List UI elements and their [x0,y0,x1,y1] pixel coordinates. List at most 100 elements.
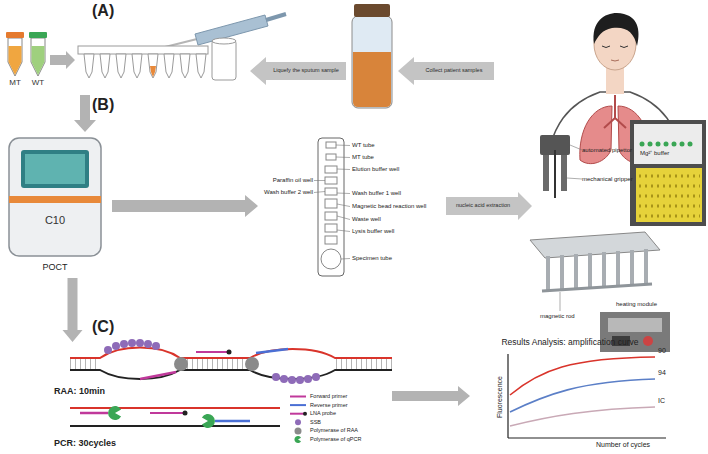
dna-raa [227,350,232,355]
dna-raa [336,359,392,370]
dna-raa [272,373,280,381]
leader-line [570,145,582,150]
leader-line [314,192,325,193]
tray-photo [634,124,702,164]
part-label: Elution buffer well [352,166,432,173]
tray-photo [639,175,700,178]
device-screen [25,154,85,184]
tray-photo [639,215,700,218]
legend-sample [295,427,302,434]
pipette-icon [195,15,268,45]
dna-raa [112,342,120,350]
tray-photo [680,142,685,147]
dna-raa [70,339,392,384]
cartridge [325,188,337,195]
sample-drop [150,66,156,77]
curve-label: 94 [658,369,678,377]
dna-raa [280,375,288,383]
part-label: Lysis buffer well [352,228,422,235]
dna-raa [70,359,392,370]
dna-raa [70,370,392,379]
dna-raa [144,340,152,348]
part-label: Wash buffer 1 well [352,190,432,197]
flow-arrow [112,195,258,217]
sputum-tube [353,52,391,107]
tray-photo [639,195,700,198]
panel-label: (C) [92,318,132,336]
heating-photo [608,318,662,332]
leader-line [567,178,582,179]
part-label: Magnetic bead reaction well [352,203,447,210]
curve-label: 90 [658,347,678,355]
device-name: C10 [5,214,105,227]
strip-tube [180,54,190,78]
gripper-module [540,135,570,198]
flow-arrow [250,57,346,85]
tube-outline [31,38,45,76]
dna-raa [120,340,128,348]
strip-tube [148,54,158,78]
cartridge [325,212,337,220]
amplification-curve [510,357,655,426]
sample-tube-shape [28,32,48,78]
cartridge [325,199,337,208]
dna-raa [312,373,320,381]
device-stripe [9,196,101,203]
dna-raa [304,375,312,383]
flow-arrow [398,57,494,85]
patient-figure [611,60,619,61]
tray-photo [648,142,653,147]
legend-sample [303,412,307,416]
legend-sample [290,413,304,415]
tray-photo [672,142,677,147]
arrow-label: nucleic acid extraction [446,202,520,208]
leader-line [560,145,582,311]
sample-tube: MT [5,32,25,90]
tray-photo [630,120,706,226]
amplification-curve [510,407,655,426]
dna-raa [104,339,320,384]
leader-line [314,145,350,259]
tray-photo [639,205,700,208]
dna-pcr [183,411,188,416]
legend-text: Reverse primer [310,402,392,408]
amplification-curve [510,379,655,412]
dna-raa [136,339,144,347]
dna-raa [140,372,176,379]
patient-figure [604,95,626,128]
dna-raa [288,376,296,384]
magnetic-rack [542,284,652,291]
dna-pcr [215,420,250,423]
part-label: magnetic rod [540,313,590,320]
tube-label: MT [5,78,25,87]
axis-label: Fluorescence [496,367,504,427]
sample-tube-shape [5,32,25,78]
legend-sample [294,436,301,443]
part-label: Paraffin oil well [250,177,313,184]
tray-photo [656,142,661,147]
tube-liquid [32,46,45,75]
chart-title: Results Analysis: amplification curve [470,338,670,348]
magnetic-rack [616,251,620,285]
legend-sample [290,404,306,406]
gripper-module [561,155,567,191]
axis-label: Number of cycles [596,441,676,449]
legend-text: Forward primer [310,393,392,399]
magnetic-rack [530,232,660,291]
dna-pcr [80,412,108,415]
cartridge [318,138,344,276]
dna-pcr [202,414,215,428]
tube-outline [8,38,22,76]
magnetic-rack [574,254,578,288]
part-label: Waste well [352,216,412,223]
cartridge [326,154,336,160]
tray-photo [639,176,700,216]
amplification-curve [510,357,655,395]
part-label: MT tube [352,154,412,161]
sample-tube: WT [28,32,48,90]
dna-raa [128,339,136,347]
chart-axes [507,354,508,438]
legend-sample [295,419,301,425]
